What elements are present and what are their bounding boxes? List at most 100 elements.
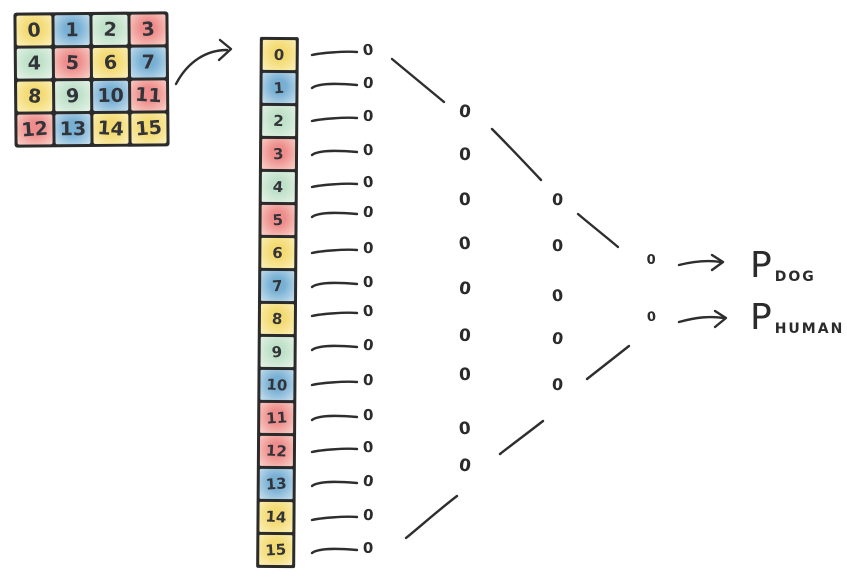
grid-cell-15: 15: [131, 113, 167, 144]
grid-cell-label: 12: [20, 117, 49, 142]
hidden-layer-1-neuron-1: 0: [458, 144, 472, 166]
input-layer-neuron-13: 0: [361, 471, 375, 491]
hidden-layer-2-neuron-0: 0: [551, 189, 564, 209]
input-layer-neuron-8: 0: [361, 301, 375, 321]
hidden-layer-2-neuron-4: 0: [550, 374, 564, 395]
input-layer-neuron-14: 0: [362, 505, 374, 525]
input-layer-neuron-0: 0: [361, 40, 375, 60]
vector-cell-11: 11: [260, 402, 294, 434]
vector-cell-label: 13: [265, 474, 288, 494]
probability-letter-dog: P: [750, 245, 772, 286]
grid-cell-label: 8: [27, 85, 42, 108]
grid-cell-5: 5: [54, 48, 90, 79]
vector-cell-2: 2: [262, 105, 296, 137]
diagonal-l2-l3-top: [490, 127, 543, 182]
input-dash-8: [310, 311, 359, 318]
vector-cell-label: 1: [273, 78, 285, 98]
grid-cell-3: 3: [130, 14, 166, 45]
vector-cell-label: 0: [273, 45, 285, 65]
grid-cell-label: 13: [59, 118, 87, 141]
input-dash-2: [310, 116, 359, 123]
vector-cell-label: 14: [265, 507, 287, 527]
input-layer-neuron-15: 0: [362, 539, 374, 558]
probability-letter-human: P: [750, 297, 772, 338]
grid-cell-1: 1: [54, 15, 90, 46]
hidden-layer-1-neuron-2: 0: [458, 189, 472, 211]
input-dash-14: [310, 515, 359, 522]
hidden-layer-1-neuron-6: 0: [459, 365, 472, 386]
vector-cell-label: 7: [271, 276, 284, 296]
dog-arrow: [677, 259, 723, 267]
hidden-layer-2-neuron-2: 0: [550, 285, 564, 306]
input-dash-9: [310, 344, 359, 352]
grid-cell-label: 0: [26, 19, 42, 42]
vector-cell-0: 0: [262, 39, 296, 71]
input-layer-neuron-12: 0: [362, 437, 375, 457]
input-layer-neuron-1: 0: [362, 73, 375, 93]
diagonal-l2-l3-bottom: [498, 419, 545, 456]
grid-cell-label: 1: [65, 19, 79, 42]
hidden-layer-2-neuron-1: 0: [551, 235, 563, 255]
vector-cell-label: 8: [271, 309, 284, 329]
grid-cell-label: 5: [65, 51, 80, 75]
input-layer-neuron-10: 0: [362, 371, 374, 390]
input-dash-1: [310, 82, 359, 90]
vector-cell-9: 9: [260, 336, 294, 368]
probability-subscript-dog: DOG: [774, 269, 816, 285]
diagonal-l3-l4-top: [576, 212, 620, 249]
vector-cell-4: 4: [261, 171, 295, 203]
input-dash-11: [310, 414, 359, 422]
dog-arrow-head: [710, 253, 725, 272]
input-layer-neuron-4: 0: [361, 172, 375, 192]
grid-cell-13: 13: [55, 114, 91, 145]
vector-cell-7: 7: [261, 270, 295, 302]
grid-cell-label: 14: [97, 117, 125, 141]
grid-cell-label: 6: [102, 51, 118, 75]
hidden-layer-1-neuron-4: 0: [458, 278, 473, 300]
vector-cell-label: 10: [265, 375, 288, 395]
vector-cell-5: 5: [261, 204, 295, 236]
grid-cell-4: 4: [16, 48, 52, 79]
vector-cell-14: 14: [259, 501, 293, 533]
output-layer-neuron-0: 0: [646, 253, 656, 269]
diagonal-l1-l2-top: [390, 57, 446, 104]
grid-cell-label: 3: [140, 18, 156, 41]
vector-cell-8: 8: [260, 303, 294, 335]
grid-cell-0: 0: [16, 15, 52, 46]
grid-cell-label: 10: [97, 84, 124, 107]
human-arrow: [677, 315, 726, 324]
grid-cell-label: 9: [65, 84, 81, 108]
vector-cell-3: 3: [261, 138, 296, 170]
grid-cell-label: 2: [102, 18, 118, 42]
grid-cell-11: 11: [131, 80, 167, 111]
input-layer-neuron-11: 0: [362, 406, 374, 425]
vector-cell-label: 11: [265, 408, 288, 428]
vector-cell-1: 1: [262, 72, 296, 104]
grid-cell-label: 11: [134, 83, 163, 108]
grid-cell-14: 14: [93, 113, 129, 144]
input-dash-5: [310, 211, 359, 219]
input-layer-neuron-7: 0: [362, 273, 374, 292]
input-dash-4: [310, 182, 359, 189]
vector-cell-12: 12: [259, 435, 294, 467]
input-dashes: [310, 50, 359, 555]
hidden-layer-2-neuron-3: 0: [550, 328, 565, 349]
grid-cell-2: 2: [92, 14, 128, 45]
diagonal-l3-l4-bottom: [585, 344, 631, 381]
vector-cell-label: 15: [264, 540, 287, 560]
vector-cell-label: 6: [272, 243, 284, 263]
input-dash-7: [310, 281, 359, 289]
grid-cell-12: 12: [17, 114, 53, 145]
hidden-layer-1-neuron-5: 0: [458, 325, 472, 347]
vector-cell-label: 2: [273, 111, 285, 131]
vector-cell-label: 9: [271, 342, 283, 362]
probability-subscript-human: HUMAN: [774, 321, 845, 337]
vector-cell-label: 12: [265, 441, 288, 461]
input-dash-6: [310, 248, 359, 255]
